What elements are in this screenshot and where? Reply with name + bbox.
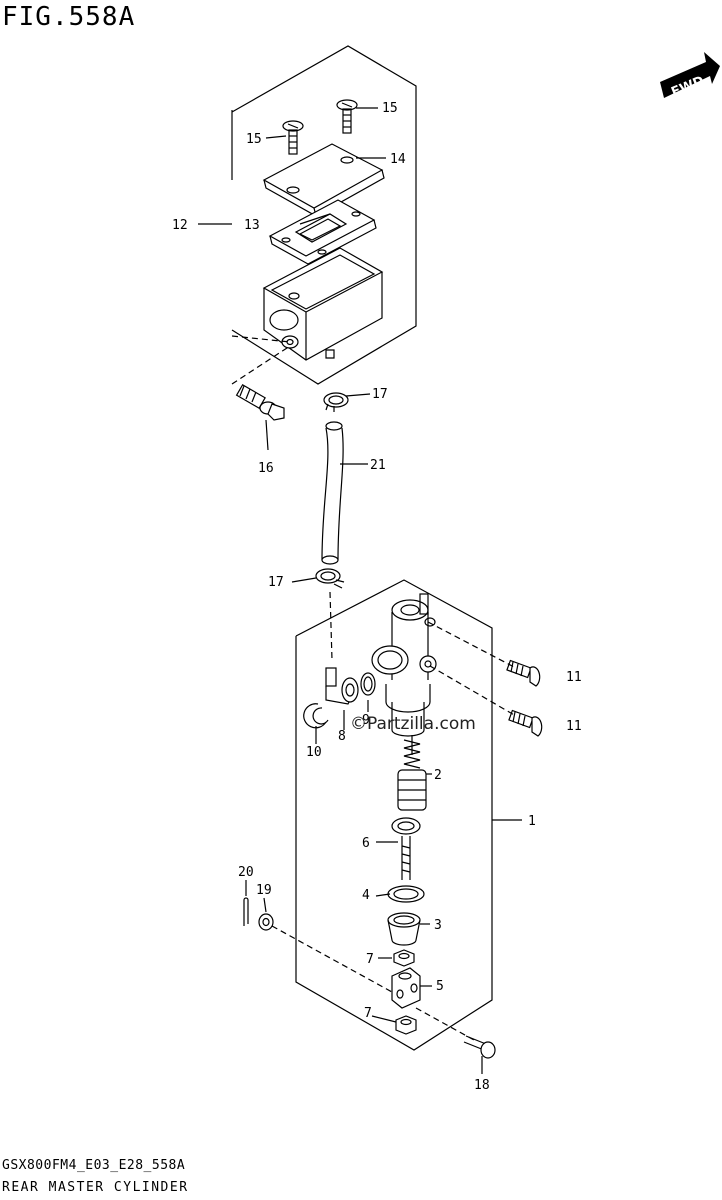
master-cylinder-body xyxy=(371,593,437,755)
callout-17-upper: 17 xyxy=(372,387,388,402)
callout-17-lower: 17 xyxy=(268,575,284,590)
cotter-pin-20 xyxy=(243,897,249,926)
reservoir-cap-14 xyxy=(262,143,385,217)
callout-18: 18 xyxy=(474,1078,490,1093)
callout-19: 19 xyxy=(256,883,272,898)
callout-10: 10 xyxy=(306,745,322,760)
o-ring-9 xyxy=(360,672,376,696)
watermark: ©Partzilla.com xyxy=(350,714,476,734)
figure-title: FIG.558A xyxy=(2,2,136,32)
cap-screw-15-left xyxy=(282,120,304,155)
callout-11-upper: 11 xyxy=(566,670,582,685)
hose-clamp-17-lower xyxy=(315,568,345,589)
clevis-pin-18 xyxy=(463,1035,496,1059)
reservoir-body xyxy=(262,247,384,361)
callout-12: 12 xyxy=(172,218,188,233)
callout-5: 5 xyxy=(436,979,444,994)
callout-14: 14 xyxy=(390,152,406,167)
callout-16: 16 xyxy=(258,461,274,476)
callout-7-upper: 7 xyxy=(366,952,374,967)
cap-screw-15-right xyxy=(336,99,358,134)
callout-15-right: 15 xyxy=(382,101,398,116)
mounting-bolt-16 xyxy=(235,383,285,421)
callout-11-lower: 11 xyxy=(566,719,582,734)
callout-13: 13 xyxy=(244,218,260,233)
reservoir-assembly-outline xyxy=(231,45,417,385)
callout-9: 9 xyxy=(362,713,370,728)
diagram-code: GSX800FM4_E03_E28_558A xyxy=(2,1158,186,1173)
callout-4: 4 xyxy=(362,888,370,903)
circlip-10 xyxy=(303,703,329,729)
dust-boot-3 xyxy=(387,912,421,946)
snap-ring-4 xyxy=(387,885,425,903)
callout-7-lower: 7 xyxy=(364,1006,372,1021)
mounting-screw-11-lower xyxy=(508,709,543,737)
callout-3: 3 xyxy=(434,918,442,933)
piston-spring-2 xyxy=(397,739,427,811)
diaphragm-plate-13 xyxy=(268,199,377,265)
callout-6: 6 xyxy=(362,836,370,851)
lock-nut-7-upper xyxy=(393,949,415,967)
hose-connector-8 xyxy=(325,667,359,705)
callout-20: 20 xyxy=(238,865,254,880)
callout-8: 8 xyxy=(338,729,346,744)
push-rod-6 xyxy=(391,817,421,880)
reservoir-hose-21 xyxy=(321,421,344,565)
callout-15-left: 15 xyxy=(246,132,262,147)
master-cylinder-assembly-outline xyxy=(295,579,493,1051)
clevis-joint-5 xyxy=(391,967,421,1009)
washer-19 xyxy=(258,913,274,931)
fwd-arrow-icon: FWD xyxy=(660,52,720,100)
diagram-name: REAR MASTER CYLINDER xyxy=(2,1180,189,1195)
hose-clamp-17-upper xyxy=(323,392,349,412)
callout-21: 21 xyxy=(370,458,386,473)
lock-nut-7-lower xyxy=(395,1015,417,1035)
callout-1: 1 xyxy=(528,814,536,829)
callout-2: 2 xyxy=(434,768,442,783)
mounting-screw-11-upper xyxy=(506,659,541,687)
